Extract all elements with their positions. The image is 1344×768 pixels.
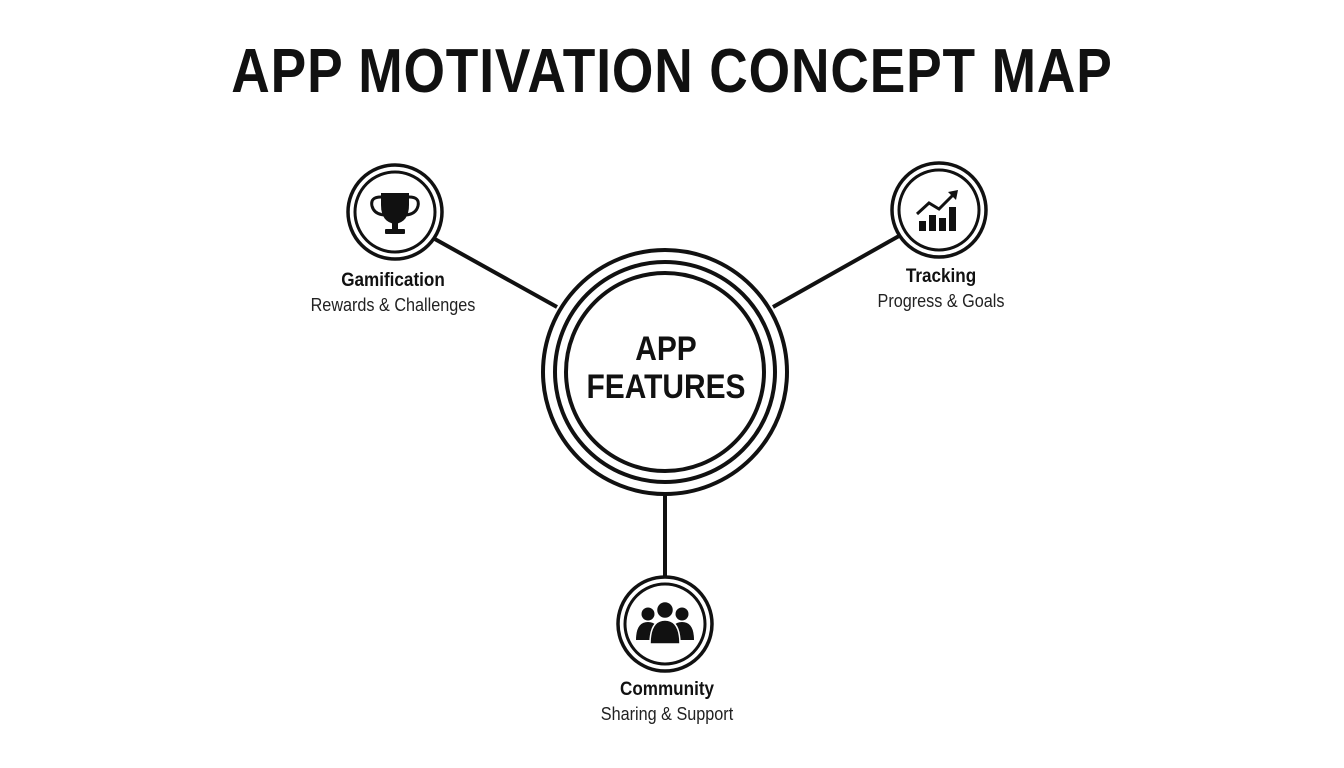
community-title: Community: [619, 679, 715, 700]
node-community: [616, 575, 714, 673]
tracking-label: Tracking Progress & Goals: [811, 265, 1071, 313]
tracking-title: Tracking: [905, 266, 977, 287]
tracking-subtitle: Progress & Goals: [877, 291, 1005, 311]
node-gamification: [346, 163, 444, 261]
center-hub-line-1: APP: [635, 330, 697, 368]
trophy-icon: [370, 193, 420, 234]
growth-chart-icon: [915, 190, 958, 231]
page-title: APP MOTIVATION CONCEPT MAP: [231, 37, 1113, 106]
node-tracking: [890, 161, 988, 259]
community-subtitle: Sharing & Support: [600, 704, 734, 724]
gamification-label: Gamification Rewards & Challenges: [263, 269, 523, 317]
center-hub: [541, 248, 789, 496]
connector-gamification: [432, 236, 558, 309]
community-label: Community Sharing & Support: [537, 678, 797, 726]
center-hub-label: APP FEATURES: [578, 330, 754, 406]
gamification-subtitle: Rewards & Challenges: [310, 295, 476, 315]
gamification-title: Gamification: [341, 270, 445, 291]
connector-tracking: [772, 234, 900, 309]
people-group-icon: [636, 600, 694, 645]
center-hub-line-2: FEATURES: [586, 368, 746, 406]
